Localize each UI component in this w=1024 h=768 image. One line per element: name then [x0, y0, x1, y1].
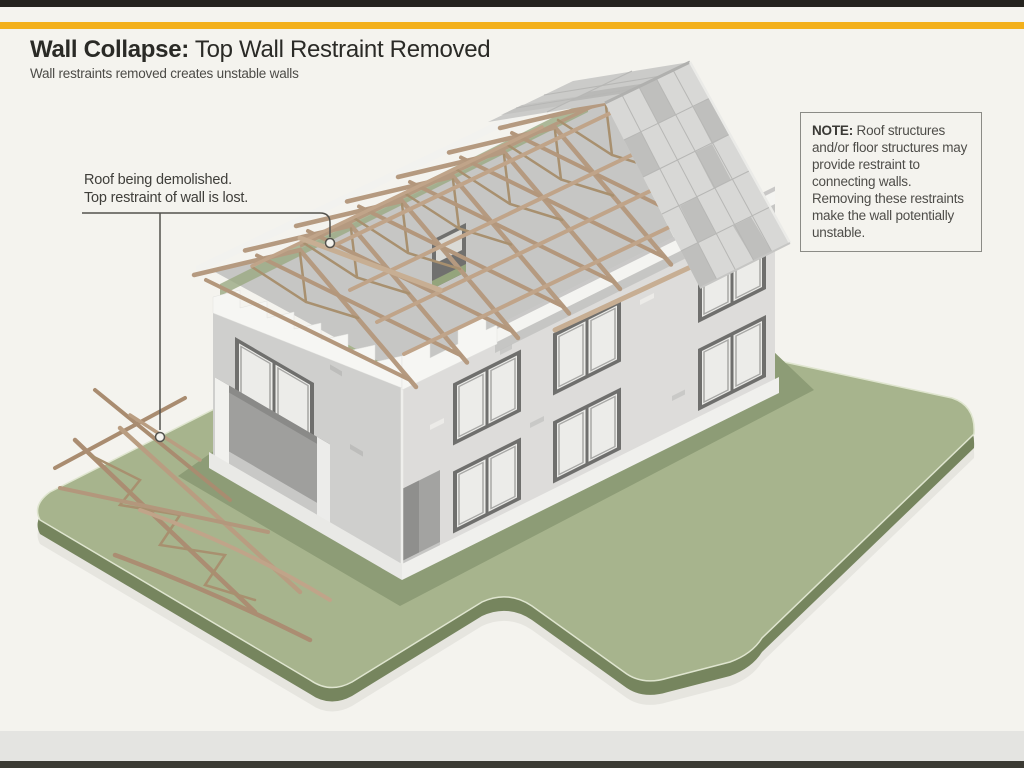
roof-tiles — [488, 60, 792, 289]
note-box: NOTE: Roof structures and/or floor struc… — [800, 112, 982, 252]
footer-dark-bar — [0, 761, 1024, 768]
page-title-lead: Wall Collapse: — [30, 36, 189, 63]
page-title-rest: Top Wall Restraint Removed — [188, 36, 491, 63]
loose-beam-1 — [297, 235, 443, 293]
purlin-nw — [250, 125, 544, 268]
barge-trim — [688, 61, 792, 244]
ridge-cap — [604, 60, 691, 105]
porch-column-right — [317, 436, 330, 533]
loose-beam-2 — [552, 255, 713, 333]
note-label: NOTE: — [812, 123, 853, 138]
callout-line-2: Top restraint of wall is lost. — [84, 190, 249, 207]
page-subtitle: Wall restraints removed creates unstable… — [30, 66, 299, 81]
top-black-bar — [0, 0, 1024, 7]
se-lower-windows — [453, 315, 766, 534]
callout-label: Roof being demolished. Top restraint of … — [84, 171, 248, 208]
tile-eaves-trim — [699, 242, 791, 289]
tiles-dark-cells — [624, 78, 772, 288]
se-door-recess — [403, 470, 440, 574]
callout-leader-lines — [82, 212, 336, 443]
page-title: Wall Collapse: Top Wall Restraint Remove… — [30, 36, 491, 64]
fallen-truss — [53, 388, 332, 643]
interior-green-floor — [432, 264, 466, 289]
plinth-sw — [209, 452, 402, 580]
roof-trusses — [194, 98, 722, 387]
porch-column-left — [215, 377, 229, 474]
plinth-se — [402, 377, 779, 580]
ridge-board — [299, 98, 607, 248]
top-yellow-accent-bar — [0, 22, 1024, 29]
note-text: Roof structures and/or floor structures … — [812, 123, 968, 240]
leader-endpoint-fallen-truss — [154, 431, 166, 443]
tiles-grid — [621, 69, 773, 281]
leader-endpoint-roof — [324, 237, 336, 249]
purlins-se — [331, 105, 682, 356]
callout-line-1: Roof being demolished. — [84, 172, 232, 188]
footer-gray-strip — [0, 731, 1024, 761]
